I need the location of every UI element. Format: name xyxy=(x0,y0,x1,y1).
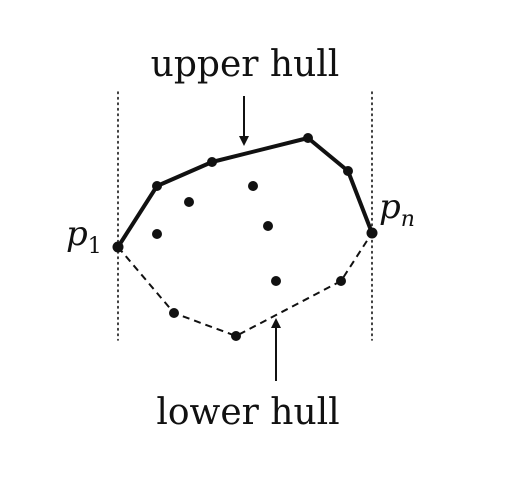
pn-label: pn xyxy=(379,187,415,232)
point xyxy=(343,166,353,176)
point xyxy=(152,181,162,191)
point xyxy=(152,229,162,239)
point xyxy=(263,221,273,231)
point xyxy=(184,197,194,207)
point xyxy=(271,276,281,286)
upper-hull-label: upper hull xyxy=(151,44,340,85)
point xyxy=(248,181,258,191)
p1-label: p1 xyxy=(66,214,102,259)
upper-hull-path xyxy=(116,136,374,249)
p1-label-sub: 1 xyxy=(88,234,102,259)
point-p1 xyxy=(112,241,124,253)
point xyxy=(207,157,217,167)
pn-label-sub: n xyxy=(401,207,415,232)
lower-hull-label: lower hull xyxy=(156,392,339,433)
point xyxy=(336,276,346,286)
point xyxy=(303,133,313,143)
point xyxy=(169,308,179,318)
p1-label-main: p xyxy=(66,214,88,254)
pn-label-main: p xyxy=(379,187,401,227)
point-set xyxy=(112,133,378,341)
lower-hull-path xyxy=(117,232,373,337)
point-pn xyxy=(366,227,378,239)
point xyxy=(231,331,241,341)
